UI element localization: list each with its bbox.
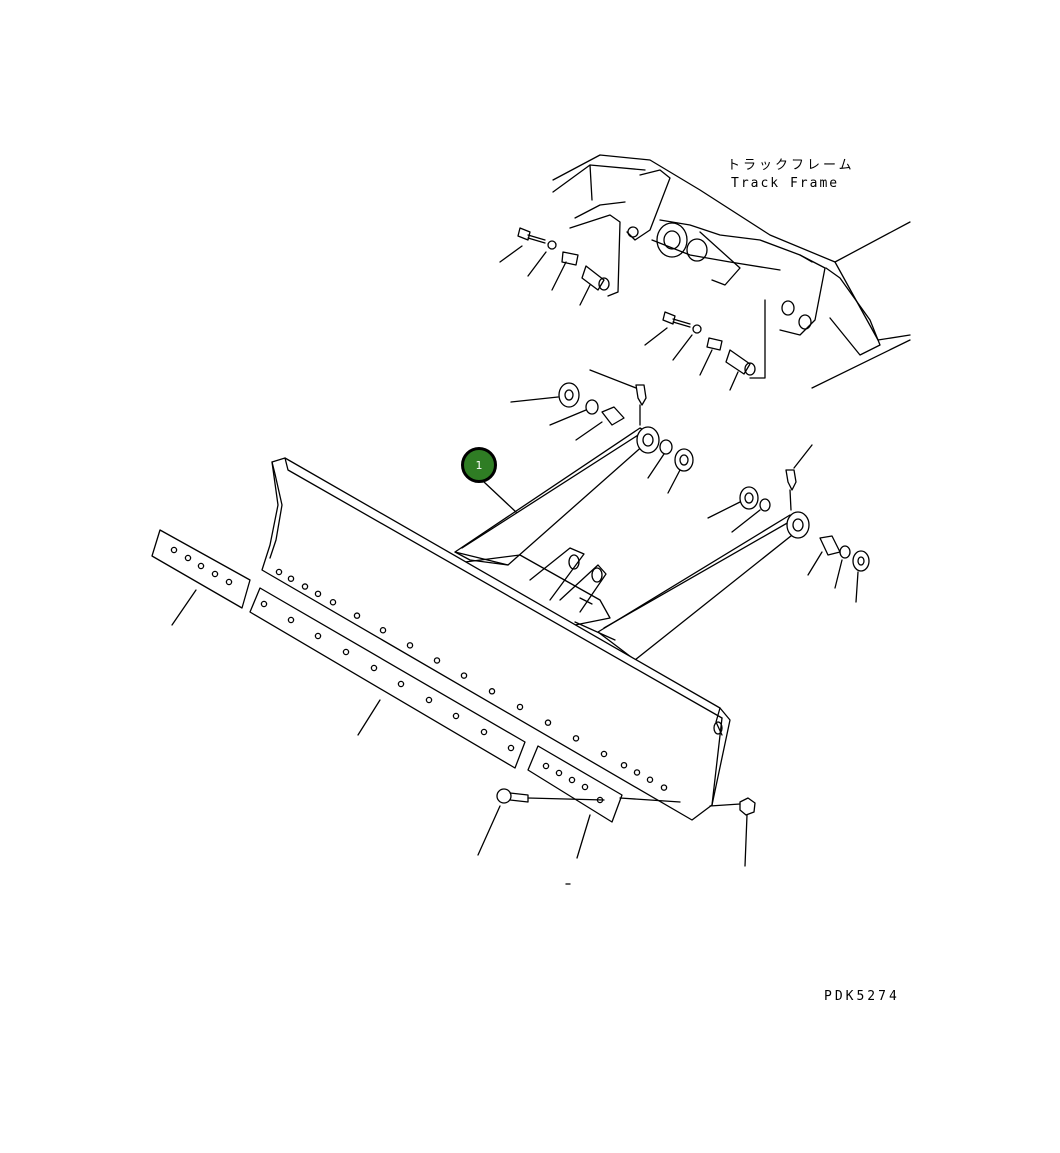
callout-1-number: 1	[475, 458, 483, 472]
end-bit-left	[151, 529, 251, 626]
bolt-hole	[544, 719, 552, 726]
bolt-hole	[660, 784, 668, 791]
track-frame-label-jp: トラックフレーム	[727, 158, 855, 173]
bolt-hole	[488, 688, 496, 695]
bolt-hole	[633, 769, 641, 776]
bolt-hole	[542, 762, 550, 770]
bolt-hole	[646, 776, 654, 784]
bolt-hole	[620, 761, 628, 769]
dozer-blade	[261, 457, 731, 821]
bolt-hole	[452, 712, 460, 720]
right-arm-pivot-parts	[707, 486, 870, 603]
bolt-hole	[433, 657, 441, 664]
cutting-edge-center	[249, 587, 526, 769]
callout-1-leader	[483, 481, 517, 513]
bolt-hole	[353, 612, 361, 619]
track-frame-label-en: Track Frame	[731, 176, 840, 191]
grease-fitting-left	[589, 369, 647, 426]
bolt-hole	[406, 642, 414, 649]
blade-bolt-holes	[275, 568, 668, 791]
bolt-hole	[379, 626, 387, 634]
bolt-hole	[287, 616, 295, 624]
bolt-hole	[170, 546, 178, 554]
bolt-hole	[480, 728, 488, 736]
callout-1[interactable]: 1	[461, 447, 497, 483]
plow-bolt	[477, 788, 681, 856]
bolt-hole	[555, 769, 563, 777]
bolt-hole	[184, 554, 192, 562]
bolt-hole	[197, 562, 205, 570]
bolt-hole	[507, 744, 515, 752]
push-arm-left	[454, 426, 660, 566]
bolt-hole	[516, 703, 524, 711]
bolt-hole	[460, 672, 468, 679]
push-arm-right	[597, 511, 810, 661]
bolt-hole	[314, 632, 322, 640]
bolt-hole	[287, 575, 295, 582]
bolt-hole	[329, 598, 337, 606]
bolt-hole	[225, 578, 233, 586]
bolt-hole	[211, 570, 219, 578]
upper-hardware-set-2	[644, 311, 756, 391]
bolt-hole	[425, 696, 433, 704]
blade-brackets	[464, 547, 616, 641]
bolt-hole	[572, 735, 580, 742]
bolt-hole	[314, 590, 322, 598]
bolt-hole	[342, 648, 350, 656]
grease-fitting-right	[785, 444, 813, 511]
drawing-code: PDK5274	[824, 989, 900, 1004]
bolt-hole	[568, 776, 576, 784]
bolt-hole	[600, 750, 608, 758]
bolt-hole	[370, 664, 378, 672]
upper-hardware-set-1	[499, 227, 610, 306]
bolt-hole	[275, 568, 283, 576]
bolt-hole	[581, 783, 589, 791]
plow-nut	[709, 797, 756, 867]
bolt-hole	[397, 680, 405, 688]
track-frame	[552, 154, 911, 389]
bolt-hole	[301, 583, 309, 590]
left-arm-pivot-parts	[510, 382, 694, 494]
bolt-hole	[260, 600, 268, 608]
